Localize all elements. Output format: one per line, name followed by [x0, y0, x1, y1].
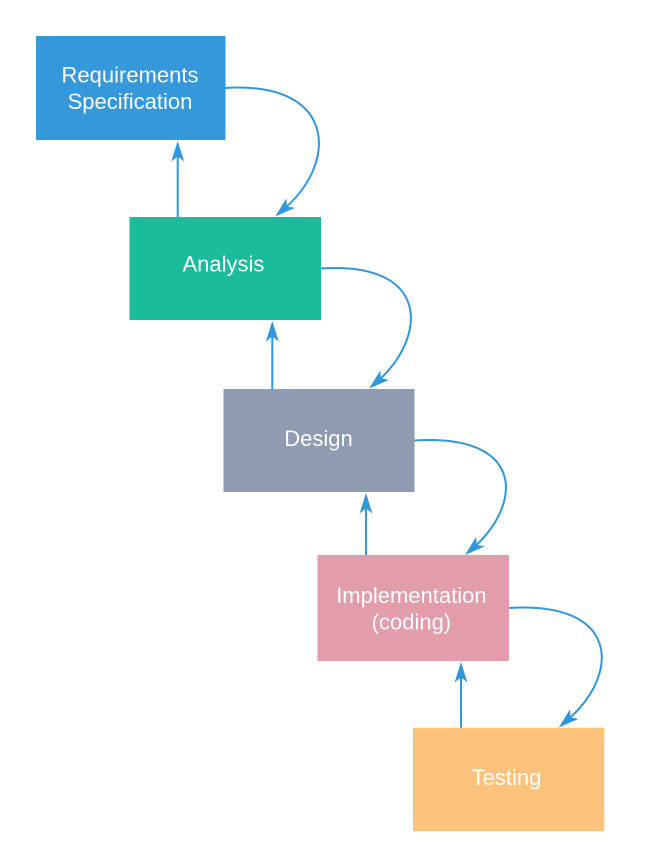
svg-text:Analysis: Analysis: [182, 251, 264, 276]
svg-text:(coding): (coding): [372, 610, 451, 635]
svg-text:Requirements: Requirements: [62, 62, 199, 87]
svg-text:Implementation: Implementation: [336, 583, 486, 608]
svg-text:Design: Design: [284, 426, 352, 451]
svg-text:Testing: Testing: [472, 765, 542, 790]
svg-text:Specification: Specification: [68, 89, 193, 114]
